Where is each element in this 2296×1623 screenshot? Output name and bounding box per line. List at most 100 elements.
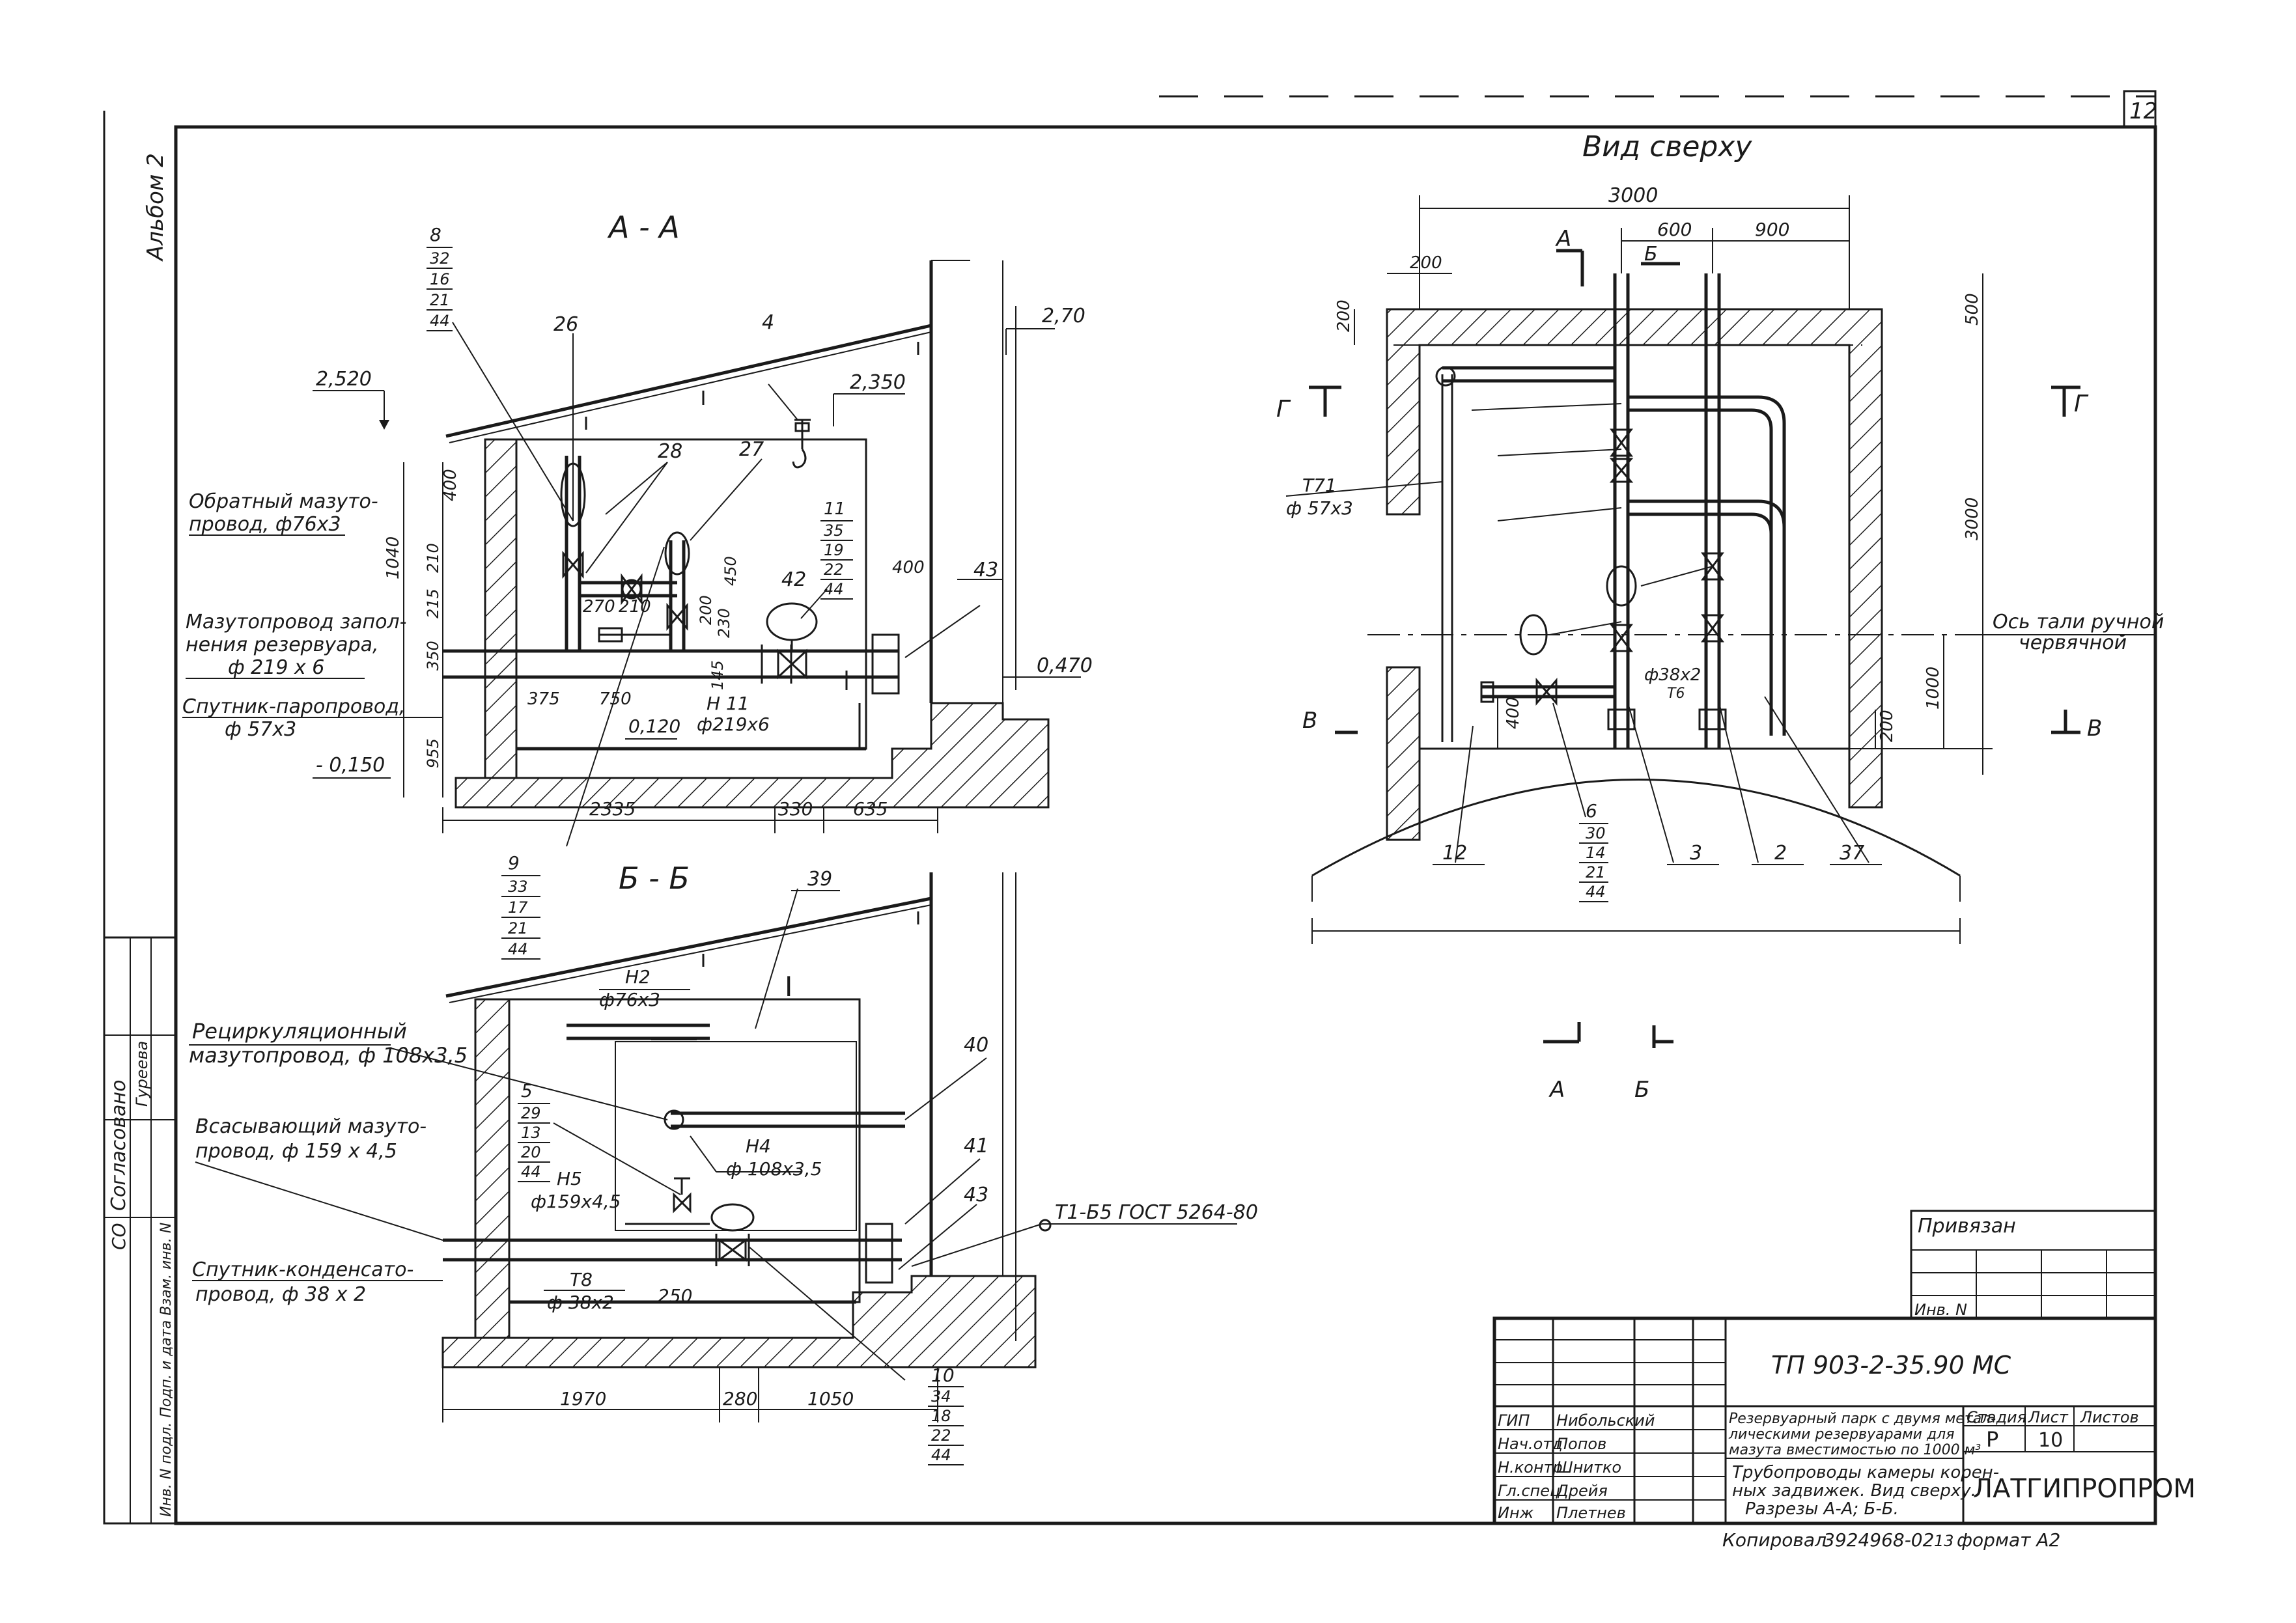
top-sec-a-top: А bbox=[1555, 226, 1571, 252]
aa-pipe-labels: Обратный мазуто- провод, ф76х3 Мазутопро… bbox=[182, 490, 770, 741]
bb-recirc-l2: мазутопровод, ф 108х3,5 bbox=[189, 1043, 468, 1068]
aa-dim-210: 210 bbox=[424, 543, 442, 573]
bb-recirc-l1: Рециркуляционный bbox=[192, 1019, 407, 1044]
aa-callout-9-2: 17 bbox=[508, 898, 528, 917]
aa-dimensions: 400 1040 215 210 350 955 270 210 450 200… bbox=[384, 462, 938, 833]
copied-number: 13 bbox=[1934, 1532, 1954, 1550]
top-pos-3: 3 bbox=[1690, 842, 1702, 865]
bb-h5-dia: ф159х4,5 bbox=[531, 1191, 621, 1212]
aa-callout-11-3: 22 bbox=[824, 561, 844, 579]
top-axis-l2: червячной bbox=[2019, 631, 2127, 654]
sheet-number: 12 bbox=[2129, 98, 2157, 124]
aa-dim-450: 450 bbox=[721, 556, 740, 586]
stamp-row-so: СО bbox=[108, 1223, 130, 1250]
top-callout-6-0: 6 bbox=[1586, 800, 1597, 822]
bb-suction-l2: провод, ф 159 х 4,5 bbox=[195, 1140, 397, 1163]
aa-dim-400: 400 bbox=[441, 469, 460, 501]
top-dim-200-bottom: 200 bbox=[1877, 710, 1897, 742]
tb-bound: Привязан bbox=[1918, 1215, 2016, 1238]
aa-dim-350: 350 bbox=[424, 641, 442, 671]
top-callout-6-1: 30 bbox=[1586, 824, 1606, 842]
format-label: формат А2 bbox=[1957, 1529, 2060, 1551]
agreed-label: Согласовано bbox=[107, 1079, 130, 1211]
bb-h2-dia: ф76х3 bbox=[599, 989, 660, 1010]
aa-dim-215: 215 bbox=[424, 589, 442, 618]
tb-project-l2: лическими резервуарами для bbox=[1728, 1426, 1954, 1443]
top-t6: Т6 bbox=[1667, 686, 1685, 702]
aa-dim-145: 145 bbox=[708, 660, 727, 690]
aa-callout-9-3: 21 bbox=[508, 919, 528, 937]
aa-pos-26: 26 bbox=[553, 313, 578, 336]
top-dim-600: 600 bbox=[1657, 219, 1692, 240]
aa-fill-l1: Мазутопровод запол- bbox=[186, 611, 406, 633]
aa-level-2350: 2,350 bbox=[850, 371, 906, 394]
bb-pos-43: 43 bbox=[964, 1184, 988, 1206]
bb-pos-39: 39 bbox=[807, 868, 832, 891]
aa-callout-11: 11 35 19 22 44 bbox=[820, 499, 853, 600]
top-sec-g-right: Г bbox=[2074, 391, 2089, 417]
tb-role-3: Гл.спец bbox=[1498, 1482, 1560, 1500]
bb-callout-5-2: 13 bbox=[521, 1124, 541, 1142]
bb-h2: Н2 bbox=[625, 966, 651, 988]
aa-return-l2: провод, ф76х3 bbox=[189, 513, 341, 536]
top-callout-6-2: 14 bbox=[1586, 844, 1606, 862]
bb-callout-5-0: 5 bbox=[521, 1080, 533, 1102]
bb-gost: Т1-Б5 ГОСТ 5264-80 bbox=[1055, 1201, 1258, 1224]
title-block: Привязан Инв. N ТП 903-2-35.90 МС ГИП На… bbox=[1492, 1210, 2196, 1551]
bb-dimensions: 1970 280 1050 bbox=[442, 872, 1016, 1422]
aa-dim-270: 270 bbox=[583, 597, 615, 617]
side-list-label: Инв. N подл. Подп. и дата Взам. инв. N bbox=[158, 1223, 175, 1517]
aa-left-wall bbox=[484, 438, 518, 779]
aa-pos-28: 28 bbox=[658, 440, 682, 463]
copied-label: Копировал bbox=[1722, 1529, 1827, 1551]
top-sec-a-bottom: А bbox=[1548, 1077, 1565, 1103]
aa-return-l1: Обратный мазуто- bbox=[189, 490, 378, 513]
tb-org: ЛАТГИПРОПРОМ bbox=[1973, 1474, 2196, 1504]
top-dim-900: 900 bbox=[1755, 219, 1789, 240]
bb-pos-41: 41 bbox=[964, 1135, 988, 1158]
top-view: Вид сверху bbox=[1276, 130, 2164, 1103]
bb-callout-5-1: 29 bbox=[521, 1104, 541, 1122]
top-sec-g-left: Г bbox=[1276, 396, 1291, 423]
top-dim-200-left: 200 bbox=[1410, 253, 1442, 273]
aa-dim-210b: 210 bbox=[619, 597, 651, 617]
bb-suction-l1: Всасывающий мазуто- bbox=[195, 1115, 427, 1138]
section-aa-title: А - А bbox=[607, 210, 680, 245]
aa-dim-200: 200 bbox=[697, 595, 715, 625]
bb-cond-l2: провод, ф 38 х 2 bbox=[195, 1283, 366, 1306]
aa-callout-8-1: 32 bbox=[430, 249, 450, 268]
bb-floor bbox=[441, 1275, 1037, 1368]
bb-callout-5-4: 44 bbox=[521, 1163, 541, 1181]
top-dim-3000: 3000 bbox=[1608, 184, 1658, 207]
top-sec-b-top: Б bbox=[1644, 243, 1658, 266]
aa-callout-9-4: 44 bbox=[508, 940, 528, 958]
aa-callout-11-0: 11 bbox=[824, 499, 845, 519]
tb-sheet-h: Лист bbox=[2028, 1408, 2069, 1426]
aa-callout-9-0: 9 bbox=[508, 852, 520, 874]
aa-pos-43: 43 bbox=[973, 559, 998, 581]
section-a-a: А - А bbox=[182, 210, 1093, 960]
tb-sheets-h: Листов bbox=[2080, 1408, 2139, 1426]
bb-pipe-labels: Рециркуляционный мазутопровод, ф 108х3,5… bbox=[189, 1019, 468, 1306]
top-callout-6-3: 21 bbox=[1586, 863, 1606, 881]
aa-callout-9-1: 33 bbox=[508, 878, 528, 896]
tb-stage: Р bbox=[1986, 1427, 1998, 1452]
top-wall-left-lower bbox=[1386, 666, 1421, 841]
aa-callout-9: 9 33 17 21 44 bbox=[501, 852, 540, 960]
aa-dim-955: 955 bbox=[424, 738, 442, 768]
tb-drawing-l3: Разрезы А-А; Б-Б. bbox=[1745, 1499, 1899, 1519]
aa-level-m0150: - 0,150 bbox=[316, 754, 385, 777]
tb-role-0: ГИП bbox=[1498, 1411, 1530, 1430]
bb-left-wall bbox=[474, 998, 511, 1339]
top-dimensions: 3000 600 900 200 200 500 3000 1000 200 4… bbox=[1311, 184, 1993, 944]
tb-drawing-l1: Трубопроводы камеры корен- bbox=[1732, 1463, 1999, 1482]
aa-level-0120: 0,120 bbox=[628, 715, 680, 737]
aa-dim-2335: 2335 bbox=[589, 798, 636, 820]
bb-t8-dia: ф 38х2 bbox=[547, 1292, 614, 1313]
top-pos-12: 12 bbox=[1442, 842, 1467, 865]
bb-callout-5-3: 20 bbox=[521, 1143, 541, 1161]
aa-steam-l2: ф 57х3 bbox=[225, 718, 296, 741]
top-dim-400: 400 bbox=[1504, 697, 1523, 729]
top-dim-500: 500 bbox=[1963, 293, 1982, 326]
